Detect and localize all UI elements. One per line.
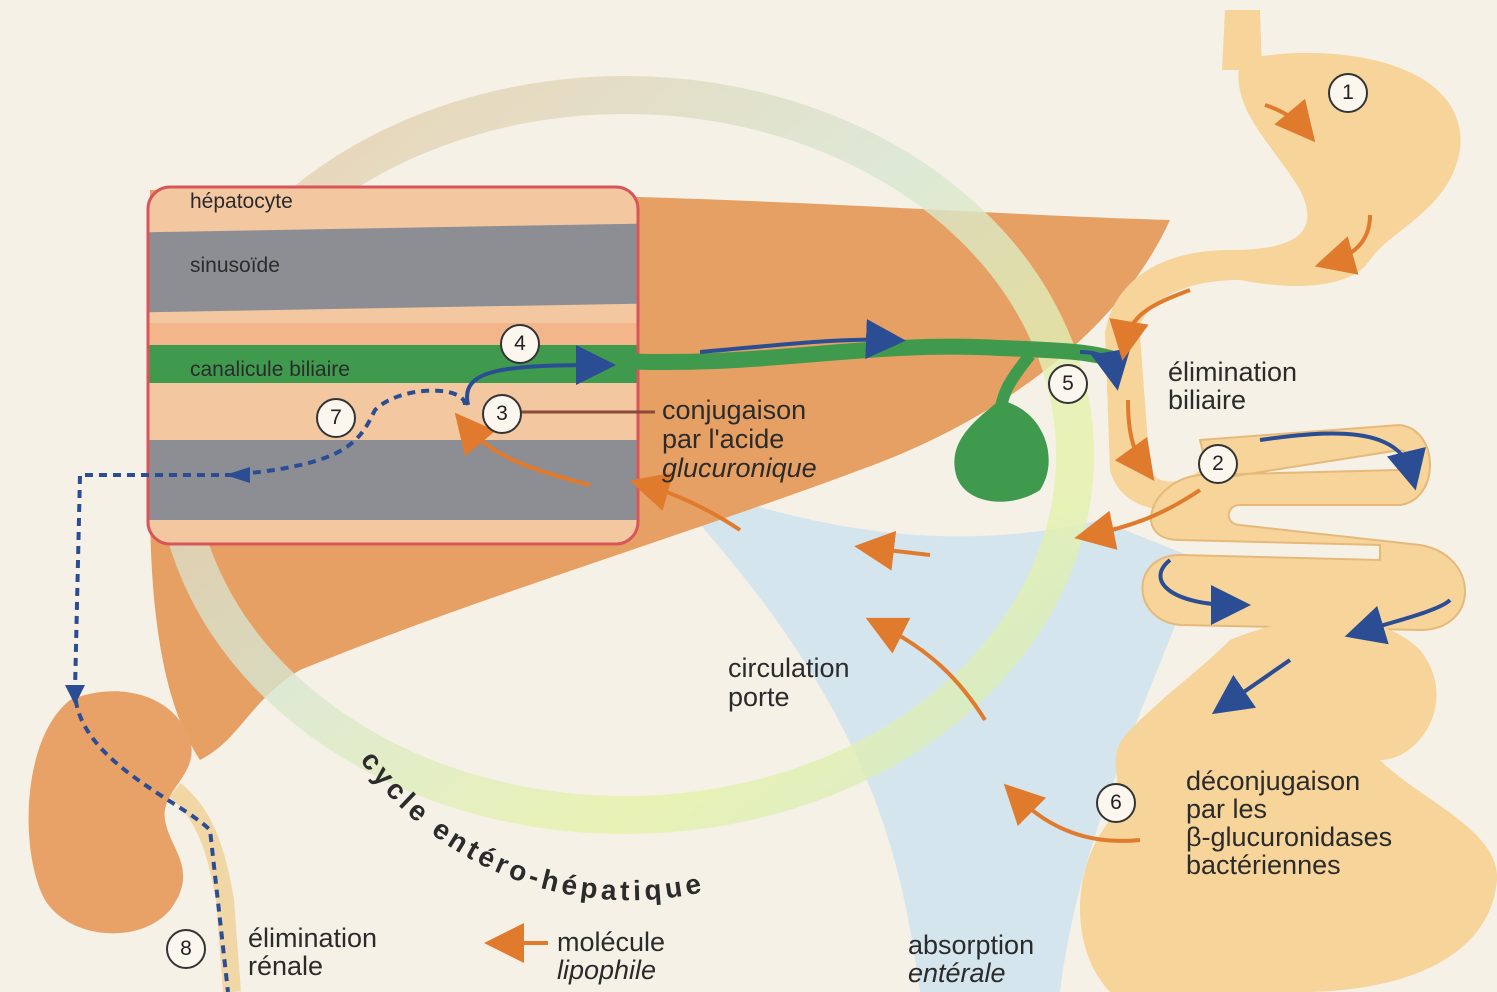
absorption-label-2: entérale bbox=[908, 959, 1006, 988]
kidney bbox=[29, 691, 192, 933]
deconjugation-label-1: déconjugaison bbox=[1186, 767, 1360, 796]
hepatocyte-label: hépatocyte bbox=[190, 190, 293, 214]
step-7-marker: 7 bbox=[316, 398, 356, 438]
sinusoid-label: sinusoïde bbox=[190, 254, 280, 278]
absorption-label-1: absorption bbox=[908, 931, 1034, 960]
renal-elimination-label-1: élimination bbox=[248, 924, 377, 953]
deconjugation-label-4: bactériennes bbox=[1186, 851, 1341, 880]
step-8-marker: 8 bbox=[166, 929, 206, 969]
legend-molecule-label-1: molécule bbox=[557, 928, 665, 957]
biliary-elimination-label-1: élimination bbox=[1168, 358, 1297, 387]
portal-circulation-label-2: porte bbox=[728, 683, 790, 712]
biliary-elimination-label-2: biliaire bbox=[1168, 386, 1246, 415]
renal-elimination-label-2: rénale bbox=[248, 952, 323, 981]
step-4-marker: 4 bbox=[500, 324, 540, 364]
step-1-marker: 1 bbox=[1328, 73, 1368, 113]
stomach bbox=[1105, 53, 1461, 340]
conjugation-label-3: glucuronique bbox=[662, 454, 817, 483]
deconjugation-label-2: par les bbox=[1186, 795, 1267, 824]
step-3-marker: 3 bbox=[482, 394, 522, 434]
legend-molecule-label-2: lipophile bbox=[557, 956, 656, 985]
step-6-marker: 6 bbox=[1096, 783, 1136, 823]
deconjugation-label-3: β-glucuronidases bbox=[1186, 823, 1392, 852]
step-2-marker: 2 bbox=[1198, 444, 1238, 484]
conjugation-label-2: par l'acide bbox=[662, 425, 784, 454]
step-5-marker: 5 bbox=[1048, 364, 1088, 404]
canalicule-label: canalicule biliaire bbox=[190, 358, 350, 382]
portal-circulation-label-1: circulation bbox=[728, 654, 850, 683]
conjugation-label-1: conjugaison bbox=[662, 396, 806, 425]
